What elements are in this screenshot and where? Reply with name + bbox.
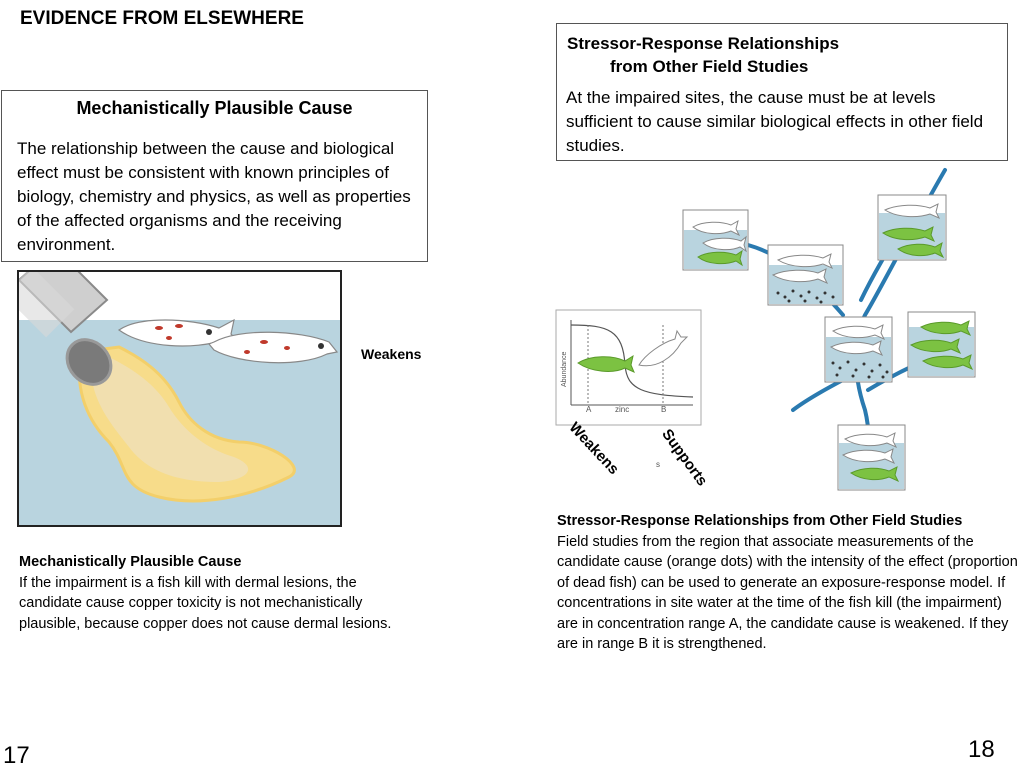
field-site-5 bbox=[907, 311, 976, 378]
stressor-response-figure: Abundance zinc A B s bbox=[553, 165, 993, 510]
left-caption-text: If the impairment is a fish kill with de… bbox=[19, 574, 392, 632]
field-site-6 bbox=[837, 424, 906, 491]
page-number-left: 17 bbox=[3, 742, 30, 769]
exposure-response-chart: Abundance zinc A B bbox=[555, 309, 702, 426]
effluent-inner bbox=[90, 357, 249, 482]
field-site-1 bbox=[682, 209, 749, 271]
mechanistic-box-body: The relationship between the cause and b… bbox=[17, 139, 411, 254]
stressor-response-box: Stressor-Response Relationships from Oth… bbox=[556, 23, 1008, 161]
mechanistic-box-heading: Mechanistically Plausible Cause bbox=[76, 98, 353, 118]
dead-fish-with-lesions-1 bbox=[117, 318, 243, 347]
small-mark: s bbox=[656, 460, 660, 469]
pipe-opening bbox=[65, 338, 113, 386]
right-caption-text: Field studies from the region that assoc… bbox=[557, 533, 1018, 653]
right-caption: Stressor-Response Relationships from Oth… bbox=[557, 511, 1022, 655]
field-site-3 bbox=[877, 194, 947, 261]
stressor-response-svg: Abundance zinc A B s bbox=[555, 168, 976, 491]
page-number-right: 18 bbox=[968, 736, 995, 763]
stressor-box-heading-line1: Stressor-Response Relationships bbox=[567, 34, 840, 53]
chart-range-b-label: B bbox=[661, 405, 666, 414]
right-caption-title: Stressor-Response Relationships from Oth… bbox=[557, 513, 963, 529]
live-fish-icon bbox=[577, 354, 635, 373]
weakens-label-left: Weakens bbox=[361, 346, 422, 362]
stressor-box-heading-line2: from Other Field Studies bbox=[610, 57, 809, 76]
left-caption: Mechanistically Plausible Cause If the i… bbox=[19, 552, 399, 634]
pipe-discharge-illustration bbox=[17, 270, 342, 527]
field-site-4 bbox=[824, 316, 893, 383]
dead-fish-outline-icon bbox=[638, 329, 689, 367]
chart-x-axis-label: zinc bbox=[615, 405, 629, 414]
chart-range-a-label: A bbox=[586, 405, 592, 414]
stressor-box-body: At the impaired sites, the cause must be… bbox=[566, 88, 984, 155]
stressor-box-heading: Stressor-Response Relationships from Oth… bbox=[567, 32, 1007, 78]
slide-title: EVIDENCE FROM ELSEWHERE bbox=[20, 8, 304, 29]
dead-fish-with-lesions-2 bbox=[208, 331, 339, 364]
mechanistic-plausibility-box: Mechanistically Plausible Cause The rela… bbox=[1, 90, 428, 262]
left-caption-title: Mechanistically Plausible Cause bbox=[19, 554, 242, 570]
pipe-discharge-svg bbox=[19, 272, 340, 525]
field-site-2 bbox=[767, 244, 844, 306]
chart-y-axis-label: Abundance bbox=[561, 351, 568, 387]
